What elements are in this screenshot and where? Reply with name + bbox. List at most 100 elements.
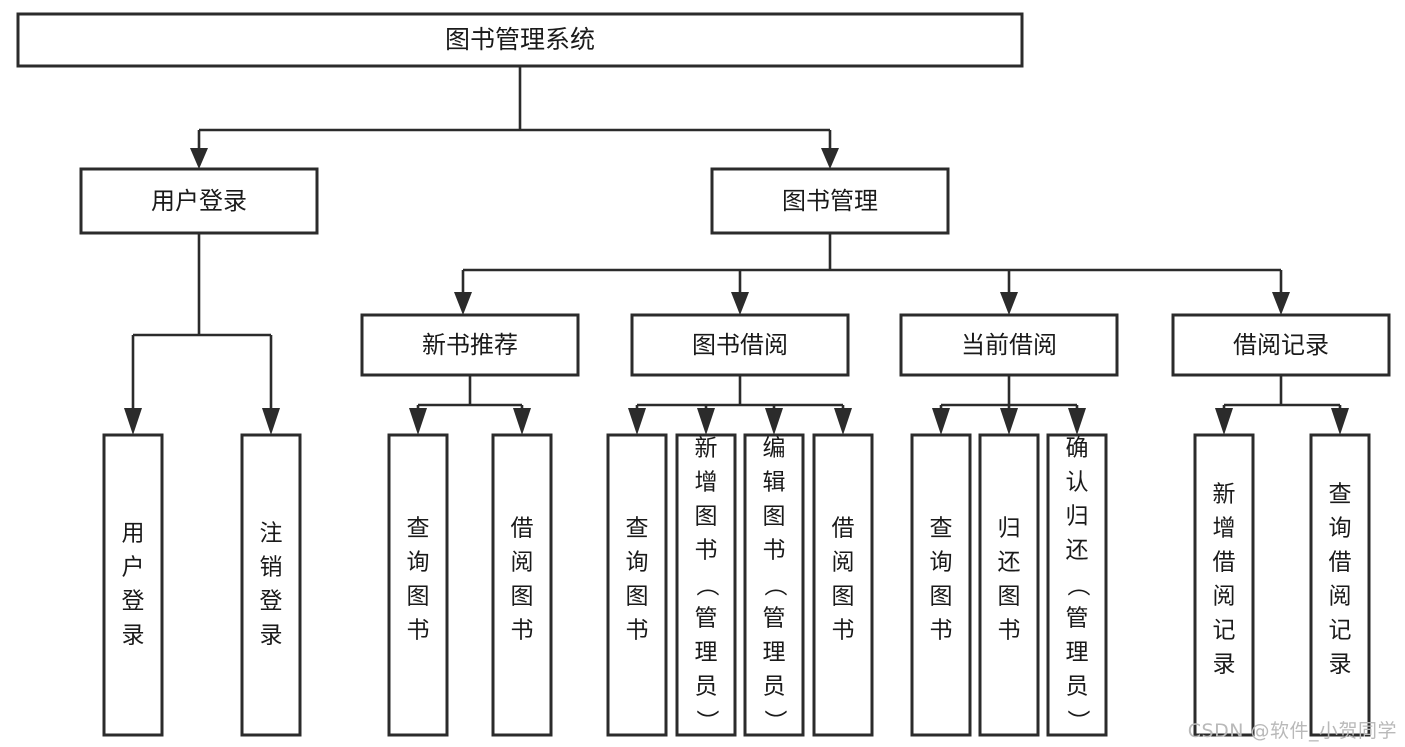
arrow-to-leaf-bb-query (628, 408, 646, 435)
svg-text:书: 书 (407, 618, 430, 644)
arrow-to-leaf-cb-return (1000, 408, 1018, 435)
svg-text:管: 管 (695, 606, 718, 632)
leaf-bb-borrow-book-box[interactable] (812, 433, 874, 737)
arrow-to-current-borrow (1000, 292, 1018, 315)
svg-text:（: （ (1065, 574, 1091, 597)
arrow-to-leaf-br-add (1215, 408, 1233, 435)
svg-text:查: 查 (930, 516, 953, 542)
svg-text:辑: 辑 (763, 470, 786, 496)
arrow-to-new-book (454, 292, 472, 315)
svg-text:查: 查 (1329, 482, 1352, 508)
leaf-cb-confirm-return-box[interactable] (1046, 433, 1108, 737)
svg-text:管: 管 (1066, 606, 1089, 632)
node-current-borrow[interactable]: 当前借阅 (899, 313, 1119, 377)
arrow-to-leaf-cb-query (932, 408, 950, 435)
node-book-manage[interactable]: 图书管理 (710, 167, 950, 235)
node-root-box[interactable] (16, 12, 1024, 68)
leaf-logout-box[interactable] (240, 433, 302, 737)
leaf-br-add-record-box[interactable] (1193, 433, 1255, 737)
arrow-to-user-login (190, 148, 208, 169)
svg-text:查: 查 (626, 516, 649, 542)
leaf-nb-borrow-book-box[interactable] (491, 433, 553, 737)
svg-text:借: 借 (1213, 550, 1236, 576)
node-current-borrow-box[interactable] (899, 313, 1119, 377)
svg-text:图: 图 (832, 584, 855, 610)
leaf-bb-edit-book-box[interactable] (743, 433, 805, 737)
leaf-bb-add-book-box[interactable] (675, 433, 737, 737)
svg-text:）: ） (694, 710, 720, 733)
svg-text:）: ） (762, 710, 788, 733)
arrow-to-leaf-cb-confirm (1068, 408, 1086, 435)
node-user-login-label: 用户登录 (151, 187, 247, 215)
svg-text:归: 归 (998, 516, 1021, 542)
leaf-nb-query-book-box[interactable] (387, 433, 449, 737)
svg-text:记: 记 (1213, 618, 1236, 644)
svg-text:借: 借 (511, 516, 534, 542)
node-book-borrow-box[interactable] (630, 313, 850, 377)
node-new-book-recommend-box[interactable] (360, 313, 580, 377)
node-root[interactable]: 图书管理系统 (16, 12, 1024, 68)
svg-text:图: 图 (998, 584, 1021, 610)
svg-text:还: 还 (1066, 538, 1089, 564)
node-borrow-record[interactable]: 借阅记录 (1171, 313, 1391, 377)
svg-text:确: 确 (1066, 436, 1089, 462)
node-user-login-box[interactable] (79, 167, 319, 235)
svg-text:编: 编 (763, 436, 786, 462)
svg-text:认: 认 (1066, 470, 1089, 496)
leaf-br-query-record-box[interactable] (1309, 433, 1371, 737)
svg-text:理: 理 (763, 640, 786, 666)
arrow-to-leaf-logout (262, 408, 280, 435)
svg-text:新: 新 (1213, 482, 1236, 508)
leaf-cb-return-book-box[interactable] (978, 433, 1040, 737)
svg-text:登: 登 (260, 589, 283, 615)
node-book-borrow[interactable]: 图书借阅 (630, 313, 850, 377)
arrow-to-leaf-nb-query (409, 408, 427, 435)
leaf-user-login[interactable]: 用户登录 (102, 433, 164, 737)
leaf-bb-query-book-box[interactable] (606, 433, 668, 737)
svg-text:户: 户 (122, 555, 145, 581)
svg-text:用: 用 (122, 521, 145, 547)
leaf-user-login-label: 用户登录 (122, 521, 145, 649)
node-book-borrow-label: 图书借阅 (692, 331, 788, 359)
arrow-to-leaf-bb-add (697, 408, 715, 435)
arrow-to-leaf-nb-borrow (513, 408, 531, 435)
svg-text:注: 注 (260, 521, 283, 547)
svg-text:登: 登 (122, 589, 145, 615)
svg-text:阅: 阅 (1329, 584, 1352, 610)
node-book-manage-box[interactable] (710, 167, 950, 235)
svg-text:阅: 阅 (1213, 584, 1236, 610)
node-user-login[interactable]: 用户登录 (79, 167, 319, 235)
node-new-book-recommend[interactable]: 新书推荐 (360, 313, 580, 377)
leaf-user-login-box[interactable] (102, 433, 164, 737)
node-book-manage-label: 图书管理 (782, 187, 878, 215)
svg-text:管: 管 (763, 606, 786, 632)
svg-text:记: 记 (1329, 618, 1352, 644)
arrow-to-leaf-bb-edit (765, 408, 783, 435)
leaf-cb-query-book-box[interactable] (910, 433, 972, 737)
node-borrow-record-box[interactable] (1171, 313, 1391, 377)
svg-text:理: 理 (695, 640, 718, 666)
svg-text:查: 查 (407, 516, 430, 542)
svg-text:阅: 阅 (832, 550, 855, 576)
svg-text:销: 销 (260, 555, 283, 581)
svg-text:录: 录 (260, 623, 283, 649)
